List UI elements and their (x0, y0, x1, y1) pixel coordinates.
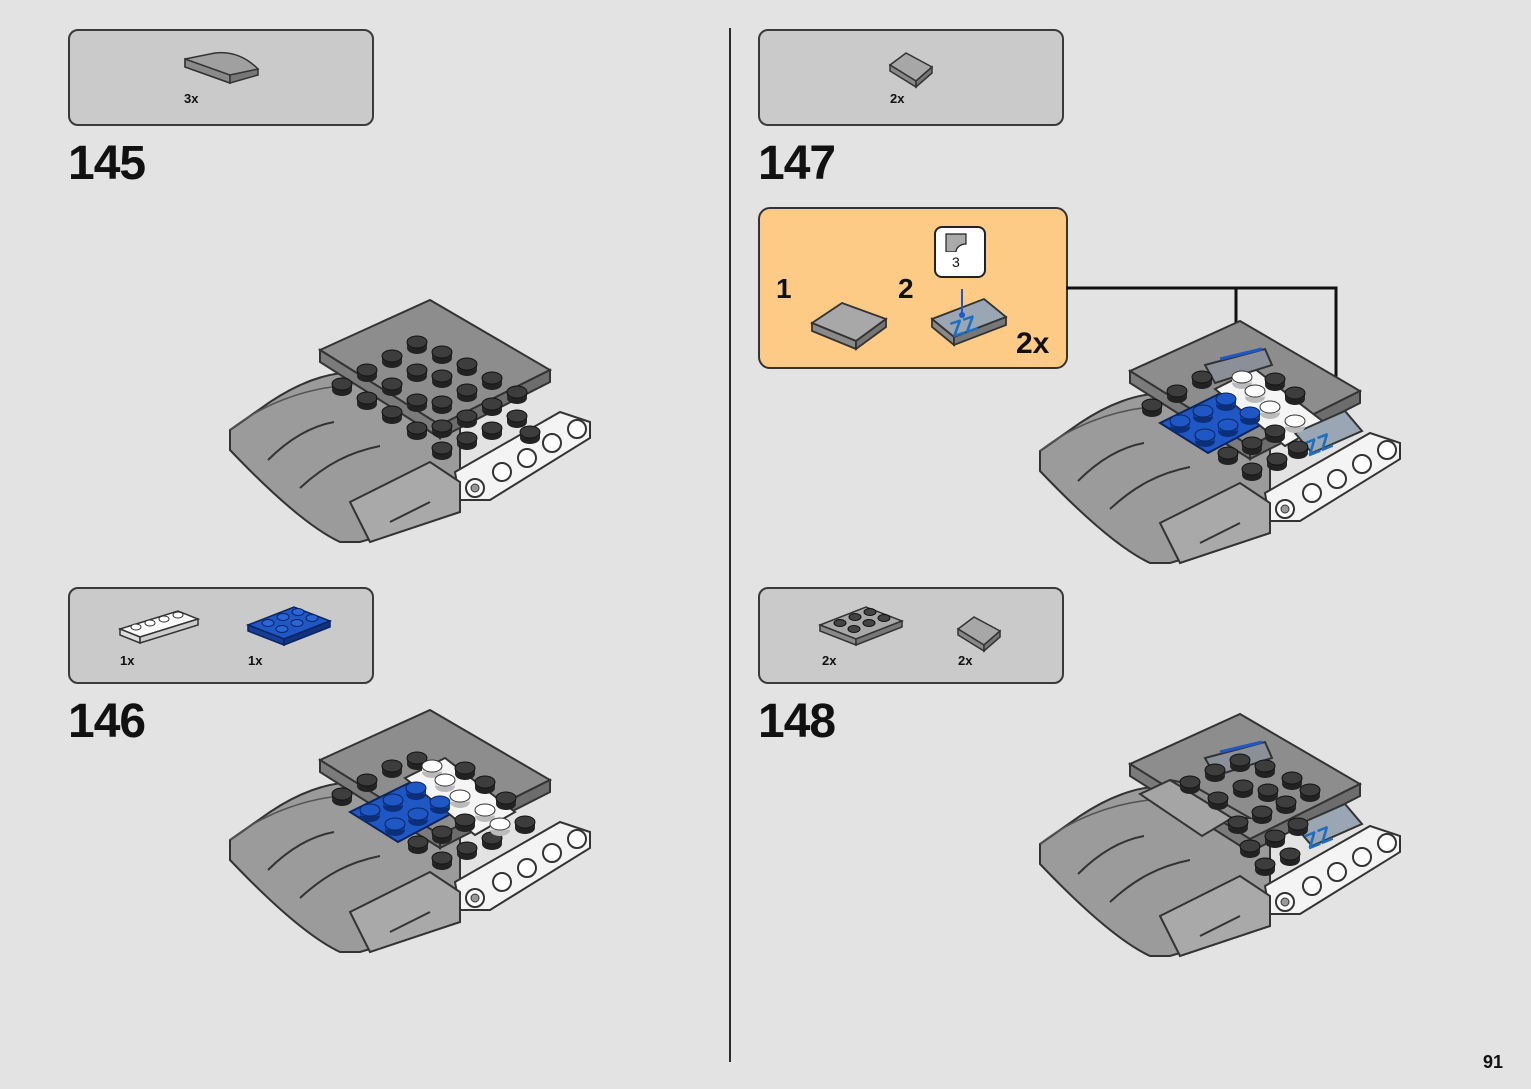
stickered-slope-icon: ZZ (930, 289, 1008, 347)
step-number-145: 145 (68, 137, 146, 190)
parts-box-147: 2x (758, 29, 1064, 126)
sticker-icon (945, 233, 967, 252)
part-qty: 3x (184, 91, 199, 106)
curved-slope-part-icon (184, 51, 260, 85)
part-qty: 2x (890, 91, 905, 106)
part-qty: 2x (822, 653, 837, 668)
page-divider (729, 28, 731, 1062)
model-step-147: ZZ (1039, 320, 1401, 564)
grey-plate-part-icon (818, 606, 905, 647)
step-number-148: 148 (758, 695, 836, 748)
model-step-148: ZZ (1039, 713, 1401, 957)
part-qty: 1x (248, 653, 263, 668)
sub-step-2: 2 (898, 273, 914, 304)
part-qty: 2x (958, 653, 973, 668)
blue-plate-part-icon (246, 606, 333, 647)
model-step-146 (229, 709, 591, 953)
sub-step-1: 1 (776, 273, 792, 304)
step-number-147: 147 (758, 137, 836, 190)
part-qty: 1x (120, 653, 135, 668)
parts-box-146: 1x 1x (68, 587, 374, 684)
model-step-145 (229, 299, 591, 543)
grey-slope-part-icon (956, 616, 1002, 653)
parts-box-145: 3x (68, 29, 374, 126)
parts-box-148: 2x 2x (758, 587, 1064, 684)
grey-slope-icon (810, 301, 888, 351)
step-number-146: 146 (68, 695, 146, 748)
sticker-number: 3 (952, 254, 960, 270)
grey-slope-part-icon (888, 52, 934, 89)
white-plate-part-icon (118, 610, 201, 645)
callout-qty: 2x (1016, 327, 1050, 360)
sticker-number-tag: 3 (934, 226, 986, 278)
page-number: 91 (1482, 1052, 1503, 1072)
sub-assembly-callout: 1 2 ZZ 2x (758, 207, 1068, 369)
